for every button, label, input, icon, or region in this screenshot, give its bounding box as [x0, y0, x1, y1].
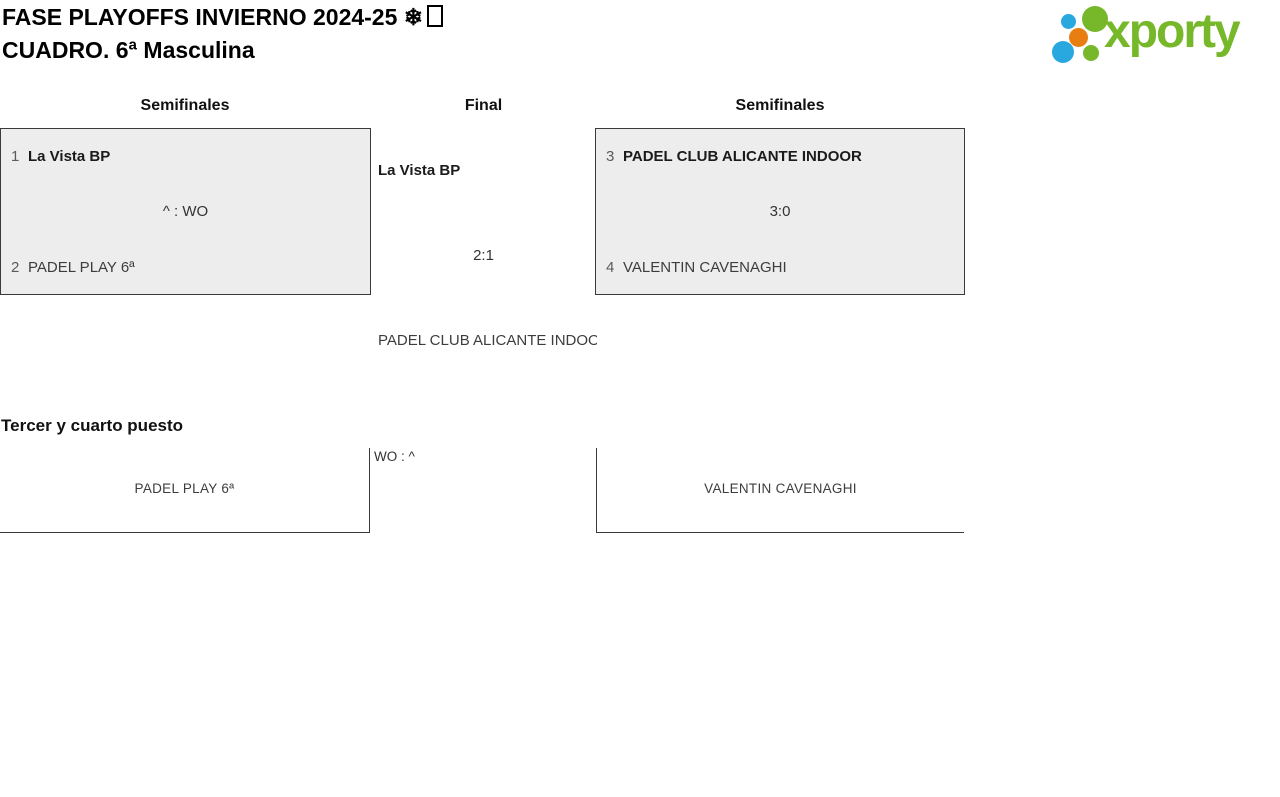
logo-dot-icon [1061, 14, 1076, 29]
logo-dot-icon [1082, 6, 1108, 32]
team-name: PADEL CLUB ALICANTE INDOOR [623, 148, 862, 165]
team-name: VALENTIN CAVENAGHI [623, 259, 787, 276]
team-name: VALENTIN CAVENAGHI [704, 481, 857, 496]
match-box-semifinal-1[interactable]: 1 La Vista BP ^ : WO 2 PADEL PLAY 6ª [0, 128, 371, 295]
xporty-logo: xporty [1048, 2, 1280, 72]
round-header-semifinales-right: Semifinales [735, 97, 825, 114]
match-score: 3:0 [769, 203, 791, 220]
team-name: La Vista BP [28, 148, 111, 165]
match-box-third-place-right[interactable]: VALENTIN CAVENAGHI [596, 448, 964, 533]
team-row: 3 PADEL CLUB ALICANTE INDOOR [606, 148, 956, 165]
round-header-semifinales-left: Semifinales [140, 97, 230, 114]
seed-number: 3 [606, 148, 615, 165]
missing-glyph-box-icon [427, 5, 444, 27]
final-runner-up-name: PADEL CLUB ALICANTE INDOOR [378, 332, 597, 349]
third-place-score: WO : ^ [374, 449, 415, 464]
team-row: 1 La Vista BP [11, 148, 362, 165]
logo-dot-icon [1069, 28, 1088, 47]
seed-number: 2 [11, 259, 20, 276]
logo-dot-icon [1052, 41, 1074, 63]
final-score: 2:1 [473, 247, 494, 264]
logo-dot-icon [1083, 45, 1099, 61]
team-row: 4 VALENTIN CAVENAGHI [606, 259, 956, 276]
round-header-final: Final [464, 97, 503, 114]
match-box-third-place-left[interactable]: PADEL PLAY 6ª [0, 448, 370, 533]
team-name: PADEL PLAY 6ª [134, 481, 235, 496]
page-title: FASE PLAYOFFS INVIERNO 2024-25 ❄ CUADRO.… [2, 1, 444, 67]
logo-wordmark: xporty [1104, 5, 1241, 58]
third-place-section-title: Tercer y cuarto puesto [1, 416, 184, 435]
final-winner-name: La Vista BP [378, 162, 461, 179]
match-score: ^ : WO [162, 203, 209, 220]
title-line-1: FASE PLAYOFFS INVIERNO 2024-25 ❄ [2, 1, 444, 34]
team-row: 2 PADEL PLAY 6ª [11, 259, 362, 276]
team-name: PADEL PLAY 6ª [28, 259, 135, 276]
seed-number: 1 [11, 148, 20, 165]
seed-number: 4 [606, 259, 615, 276]
match-box-semifinal-2[interactable]: 3 PADEL CLUB ALICANTE INDOOR 3:0 4 VALENTI… [595, 128, 965, 295]
title-line-2: CUADRO. 6ª Masculina [2, 37, 255, 63]
